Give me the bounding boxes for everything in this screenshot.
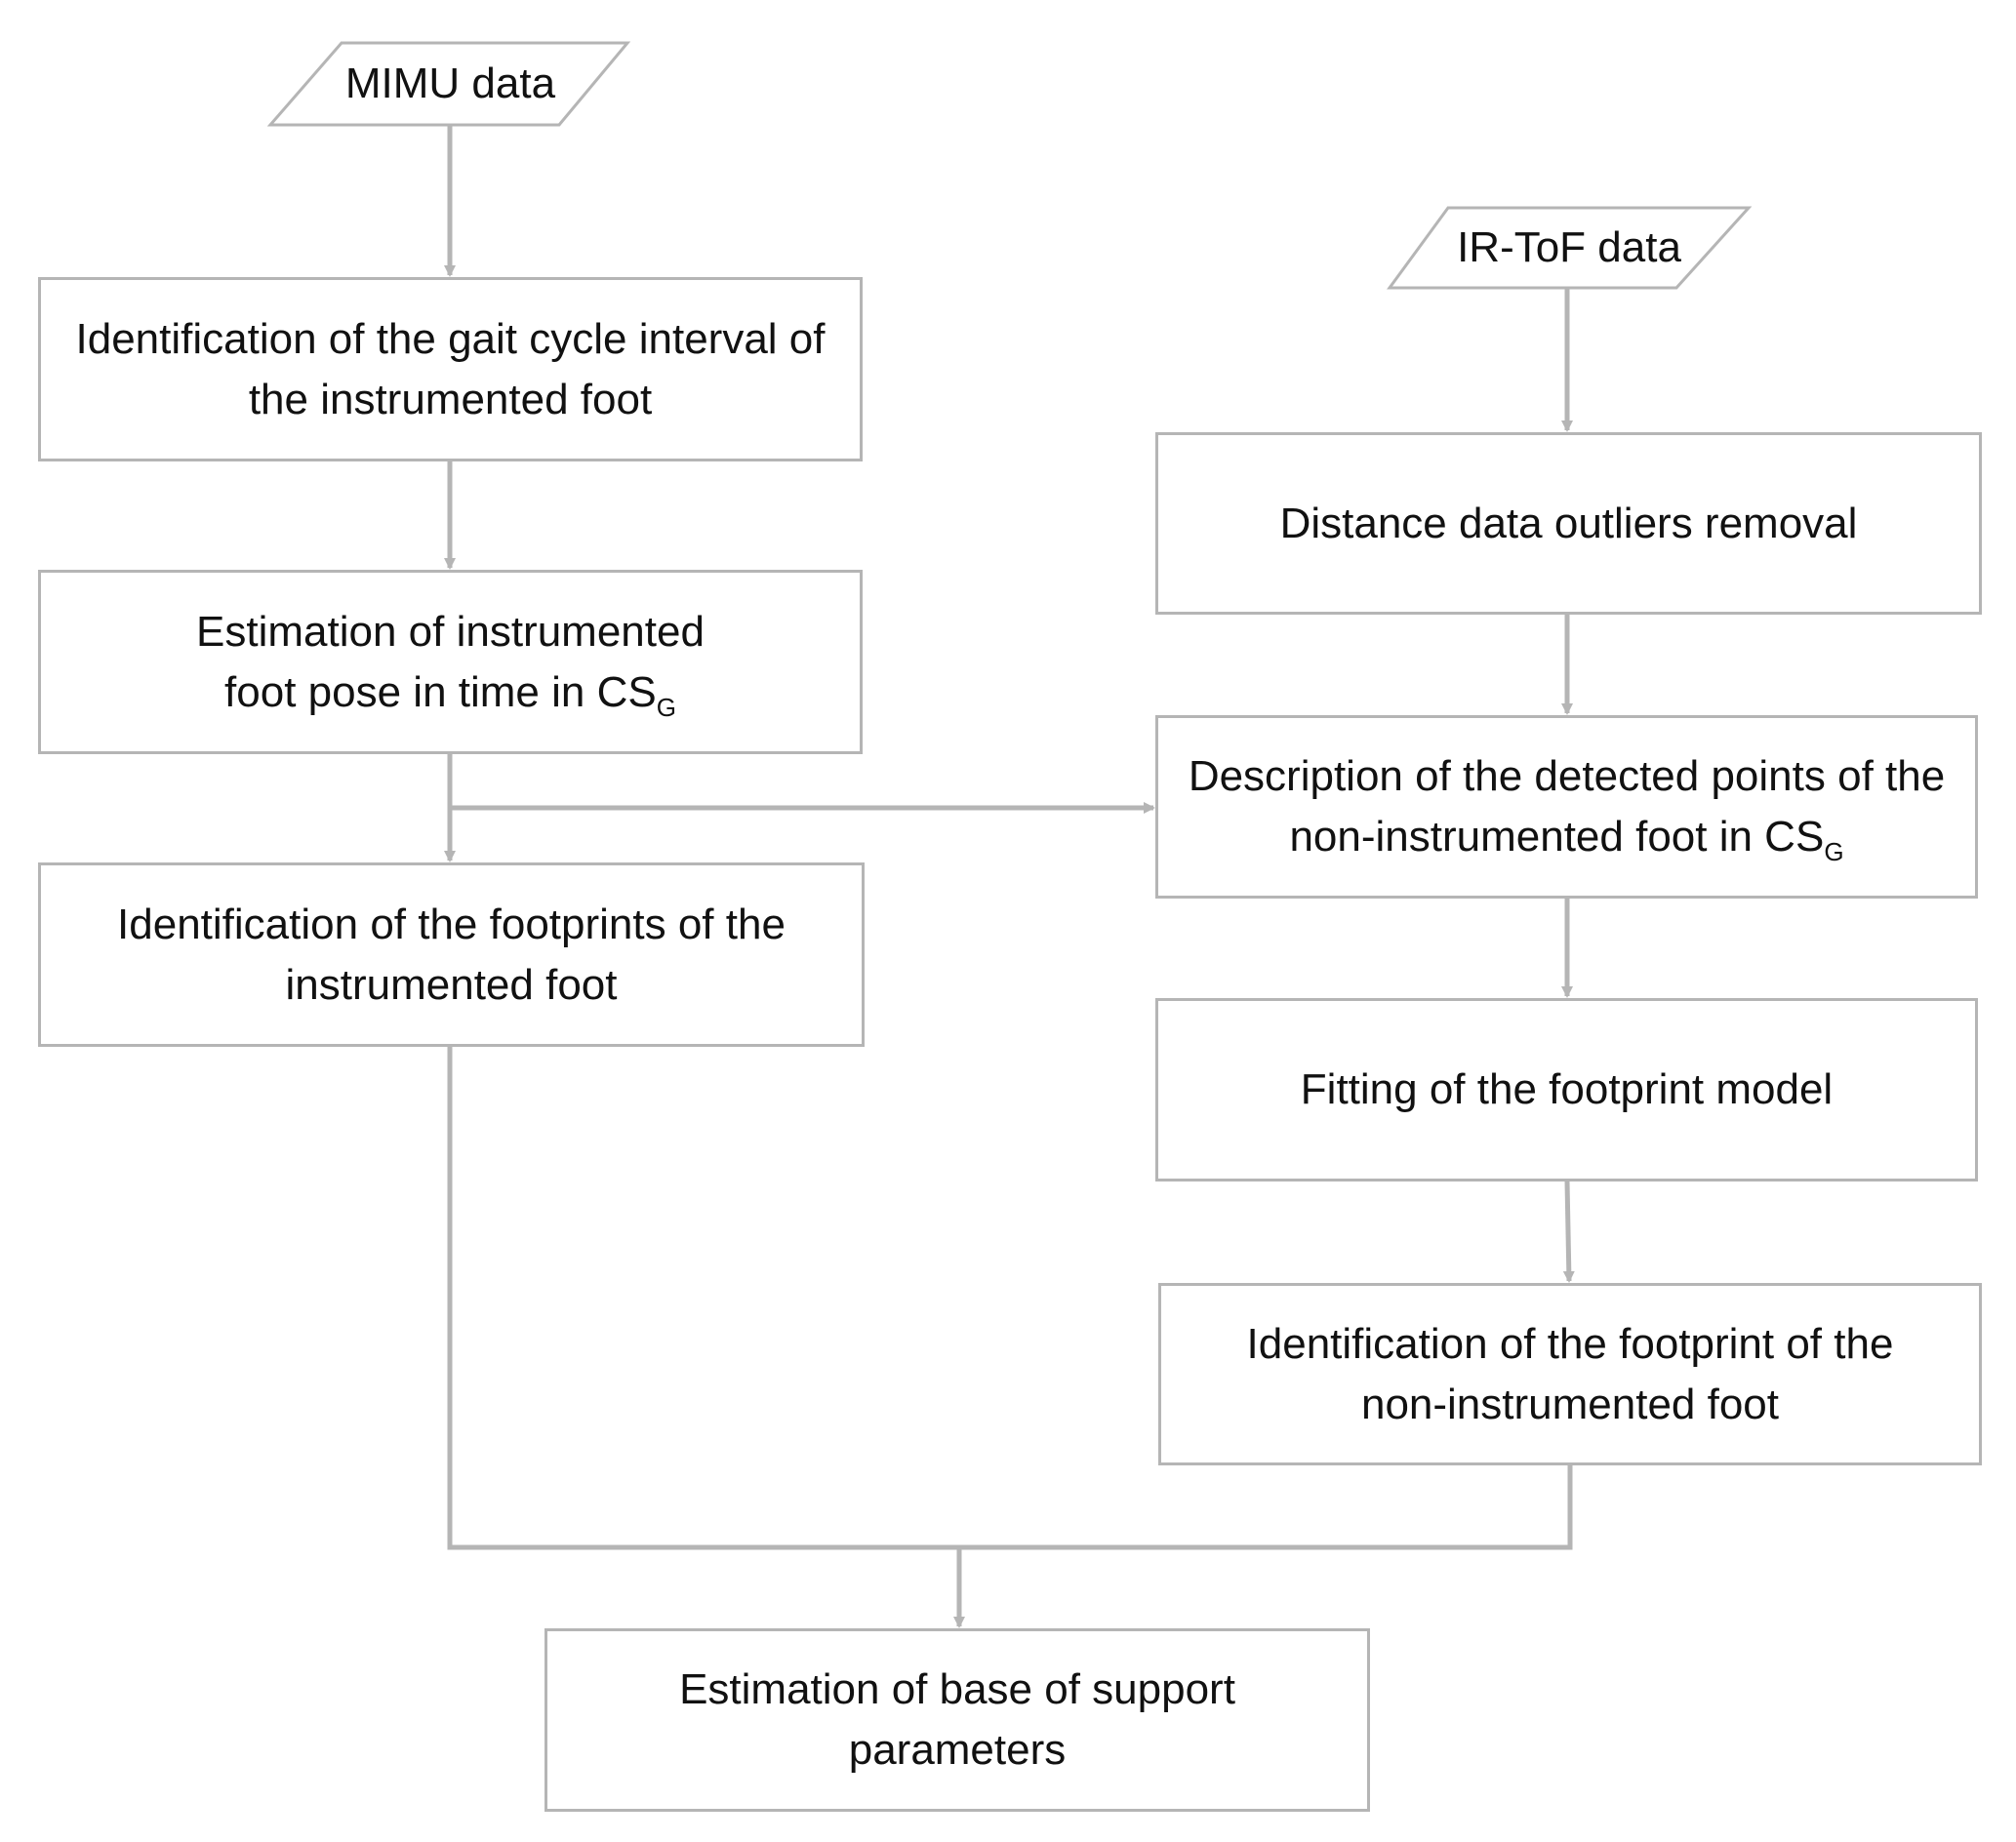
detected-points-description-box: Description of the detected points of th… [1155,715,1978,899]
irtof-data-text: IR-ToF data [1457,223,1681,271]
base-support-estimation-box: Estimation of base of support parameters [544,1628,1370,1812]
mimu-data-shape [266,41,631,127]
foot-pose-subscript: G [656,692,676,722]
foot-pose-estimation-box: Estimation of instrumented foot pose in … [38,570,863,754]
outliers-removal-box: Distance data outliers removal [1155,432,1982,615]
instrumented-footprints-label: Identification of the footprints of the … [117,900,786,1009]
instrumented-footprints-box: Identification of the footprints of the … [38,862,865,1047]
detected-points-subscript: G [1824,837,1844,866]
irtof-data-shape [1387,206,1753,290]
connector-footprints-to-merge [447,1047,959,1550]
arrow-fitting-to-footprint-non [1562,1181,1575,1283]
connector-footprint-non-to-merge [959,1465,1573,1550]
footprint-model-fitting-label: Fitting of the footprint model [1300,1065,1834,1113]
footprint-model-fitting-box: Fitting of the footprint model [1155,998,1978,1181]
foot-pose-estimation-label: Estimation of instrumented foot pose in … [187,602,713,723]
mimu-data-label: MIMU data [312,43,588,125]
irtof-data-label: IR-ToF data [1429,208,1710,288]
detected-points-description-label: Description of the detected points of th… [1176,746,1957,867]
gait-cycle-identification-label: Identification of the gait cycle interva… [75,314,826,423]
outliers-removal-label: Distance data outliers removal [1279,499,1858,547]
mimu-data-text: MIMU data [344,60,556,107]
detected-points-description-text: Description of the detected points of th… [1188,752,1946,861]
foot-pose-estimation-text: Estimation of instrumented foot pose in … [196,607,705,716]
non-instrumented-footprint-label: Identification of the footprint of the n… [1246,1319,1894,1428]
gait-cycle-identification-box: Identification of the gait cycle interva… [38,277,863,461]
non-instrumented-footprint-box: Identification of the footprint of the n… [1158,1283,1982,1465]
base-support-estimation-label: Estimation of base of support parameters [679,1665,1235,1774]
